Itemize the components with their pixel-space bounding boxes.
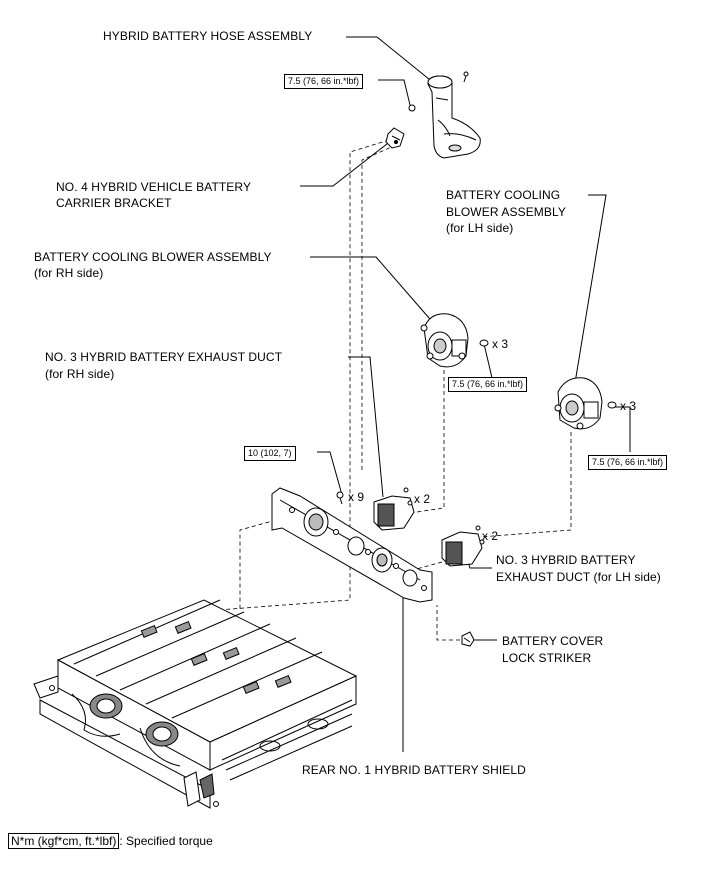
qty-shield-bolts: x 9	[348, 490, 365, 504]
label-rear-shield: REAR NO. 1 HYBRID BATTERY SHIELD	[302, 763, 526, 777]
label-carrier-bracket-line1: NO. 4 HYBRID VEHICLE BATTERY	[56, 180, 252, 194]
dash-bracket-right	[361, 144, 397, 470]
label-blower-rh-line2: (for RH side)	[34, 266, 104, 280]
blower-rh-part	[420, 313, 469, 368]
leader-shield-torque	[317, 451, 343, 496]
leader-blower-lh	[574, 194, 607, 384]
dash-striker	[436, 605, 460, 641]
label-carrier-bracket-line2: CARRIER BRACKET	[56, 196, 172, 210]
label-blower-rh-line1: BATTERY COOLING BLOWER ASSEMBLY	[34, 250, 272, 264]
label-blower-lh-line3: (for LH side)	[446, 221, 514, 235]
label-exhaust-lh-line2: EXHAUST DUCT (for LH side)	[496, 570, 661, 584]
rear-shield-part	[271, 487, 433, 603]
leader-blower-rh	[310, 256, 437, 327]
blower-lh-part	[554, 377, 603, 430]
leader-blower-rh-torque	[483, 343, 493, 379]
lock-striker-part	[461, 631, 475, 647]
legend-unit-box: N*m (kgf*cm, ft.*lbf)	[8, 833, 120, 849]
qty-exhaust-lh: x 2	[482, 529, 499, 543]
shield-bolt-icon	[336, 491, 344, 505]
label-exhaust-rh-line2: (for RH side)	[45, 367, 115, 381]
hose-assembly-part	[427, 75, 481, 159]
label-exhaust-rh-line1: NO. 3 HYBRID BATTERY EXHAUST DUCT	[45, 350, 283, 364]
legend-description: : Specified torque	[119, 834, 213, 848]
dash-shield-left	[239, 519, 277, 610]
leader-hose-torque	[378, 79, 411, 106]
dash-blower-rh	[409, 356, 445, 514]
label-blower-lh-line2: BLOWER ASSEMBLY	[446, 205, 566, 219]
hybrid-battery-pack	[33, 599, 358, 809]
label-striker-line2: LOCK STRIKER	[502, 651, 592, 665]
label-exhaust-lh-line1: NO. 3 HYBRID BATTERY	[496, 553, 636, 567]
exhaust-duct-lh-part	[441, 525, 485, 567]
dash-bracket-left	[217, 139, 390, 611]
label-blower-lh-line1: BATTERY COOLING	[446, 188, 561, 202]
label-striker-line1: BATTERY COVER	[502, 634, 604, 648]
torque-box-hose: 7.5 (76, 66 in.*lbf)	[284, 74, 364, 89]
torque-box-blower-rh: 7.5 (76, 66 in.*lbf)	[448, 377, 528, 392]
qty-blower-rh: x 3	[492, 337, 509, 351]
leader-blower-lh-torque	[612, 406, 631, 452]
dash-blower-lh	[479, 432, 572, 538]
leader-hose-assembly	[346, 36, 441, 89]
hose-bolt-icon	[408, 71, 469, 112]
blower-lh-washer-icon	[607, 401, 617, 409]
torque-box-blower-lh: 7.5 (76, 66 in.*lbf)	[588, 455, 668, 470]
leader-exhaust-rh	[348, 356, 384, 498]
qty-blower-lh: x 3	[620, 399, 637, 413]
blower-rh-washer-icon	[479, 339, 489, 347]
carrier-bracket-part	[385, 127, 405, 149]
exhaust-duct-rh-part	[373, 487, 415, 531]
torque-box-shield: 10 (102, 7)	[244, 446, 296, 461]
qty-exhaust-rh: x 2	[414, 492, 431, 506]
label-hose-assembly: HYBRID BATTERY HOSE ASSEMBLY	[103, 29, 313, 43]
leader-carrier-bracket	[300, 139, 393, 187]
torque-legend: N*m (kgf*cm, ft.*lbf): Specified torque	[8, 833, 213, 849]
